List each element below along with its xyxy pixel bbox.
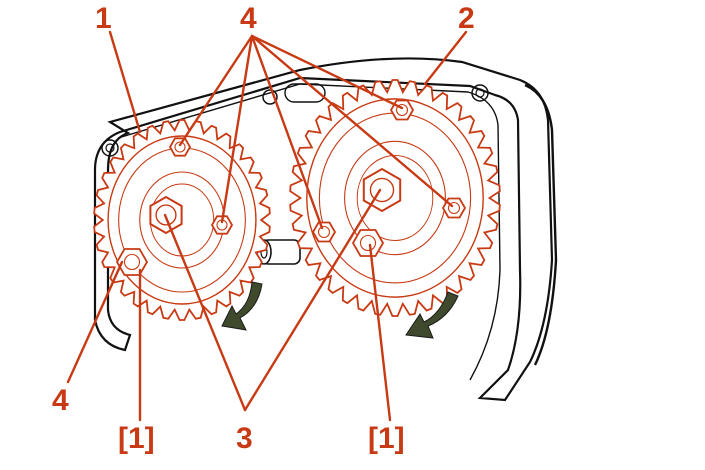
callout-bracket-1-left: [1] [118, 422, 155, 455]
cover-outline [93, 57, 554, 402]
leader-4d [250, 34, 404, 110]
callout-3: 3 [236, 422, 253, 455]
gear-bolt-washer [317, 225, 331, 239]
mount-hole-top [262, 89, 278, 105]
leader-4e [250, 34, 454, 208]
mount-hole-right [471, 84, 489, 102]
right-camshaft-gear [289, 79, 501, 317]
gear-bolt-washer [447, 201, 461, 215]
center-bolt-washer [369, 177, 395, 203]
gear-hub-ring [344, 140, 446, 256]
leader-3b [243, 188, 382, 412]
gear-bolt [168, 137, 192, 157]
gear-rim [306, 98, 484, 298]
left-camshaft-gear [93, 119, 271, 321]
leader-4c [250, 34, 324, 230]
leader-4-left [66, 260, 124, 384]
gear-bolt [351, 229, 385, 257]
gear-rim [107, 135, 257, 305]
center-bolt-washer [155, 204, 177, 226]
leader-1b-right [368, 243, 392, 422]
mount-hole-left [101, 139, 119, 157]
gear-hub-inner [356, 155, 434, 241]
center-bolt [362, 167, 402, 213]
leader-2 [423, 30, 468, 86]
callout-4-top: 4 [240, 2, 257, 35]
top-slot [284, 83, 326, 103]
rotation-arrow-icon [405, 291, 459, 339]
callout-leader-lines [66, 30, 468, 422]
gear-bolt [210, 215, 234, 235]
mount-hole-left-inner [105, 143, 115, 153]
gear-bolt-washer [123, 253, 141, 271]
callout-1: 1 [95, 2, 112, 35]
leader-4a [178, 34, 254, 147]
callout-2: 2 [458, 2, 475, 35]
engine-housing [93, 57, 558, 402]
cover-back-edge [524, 83, 558, 366]
leader-1 [108, 30, 142, 134]
mount-hole-right-inner [475, 88, 485, 98]
rotation-arrow-icon [221, 281, 263, 331]
gear-bolt-washer [359, 234, 377, 252]
gear-bolt-washer [395, 103, 409, 117]
gear-bolt [311, 221, 337, 243]
leader-4b [220, 34, 254, 224]
callout-bracket-1-right: [1] [368, 422, 405, 455]
leader-3a [163, 213, 247, 412]
callout-4-left: 4 [52, 384, 69, 417]
gear-bolt-washer [174, 141, 186, 153]
